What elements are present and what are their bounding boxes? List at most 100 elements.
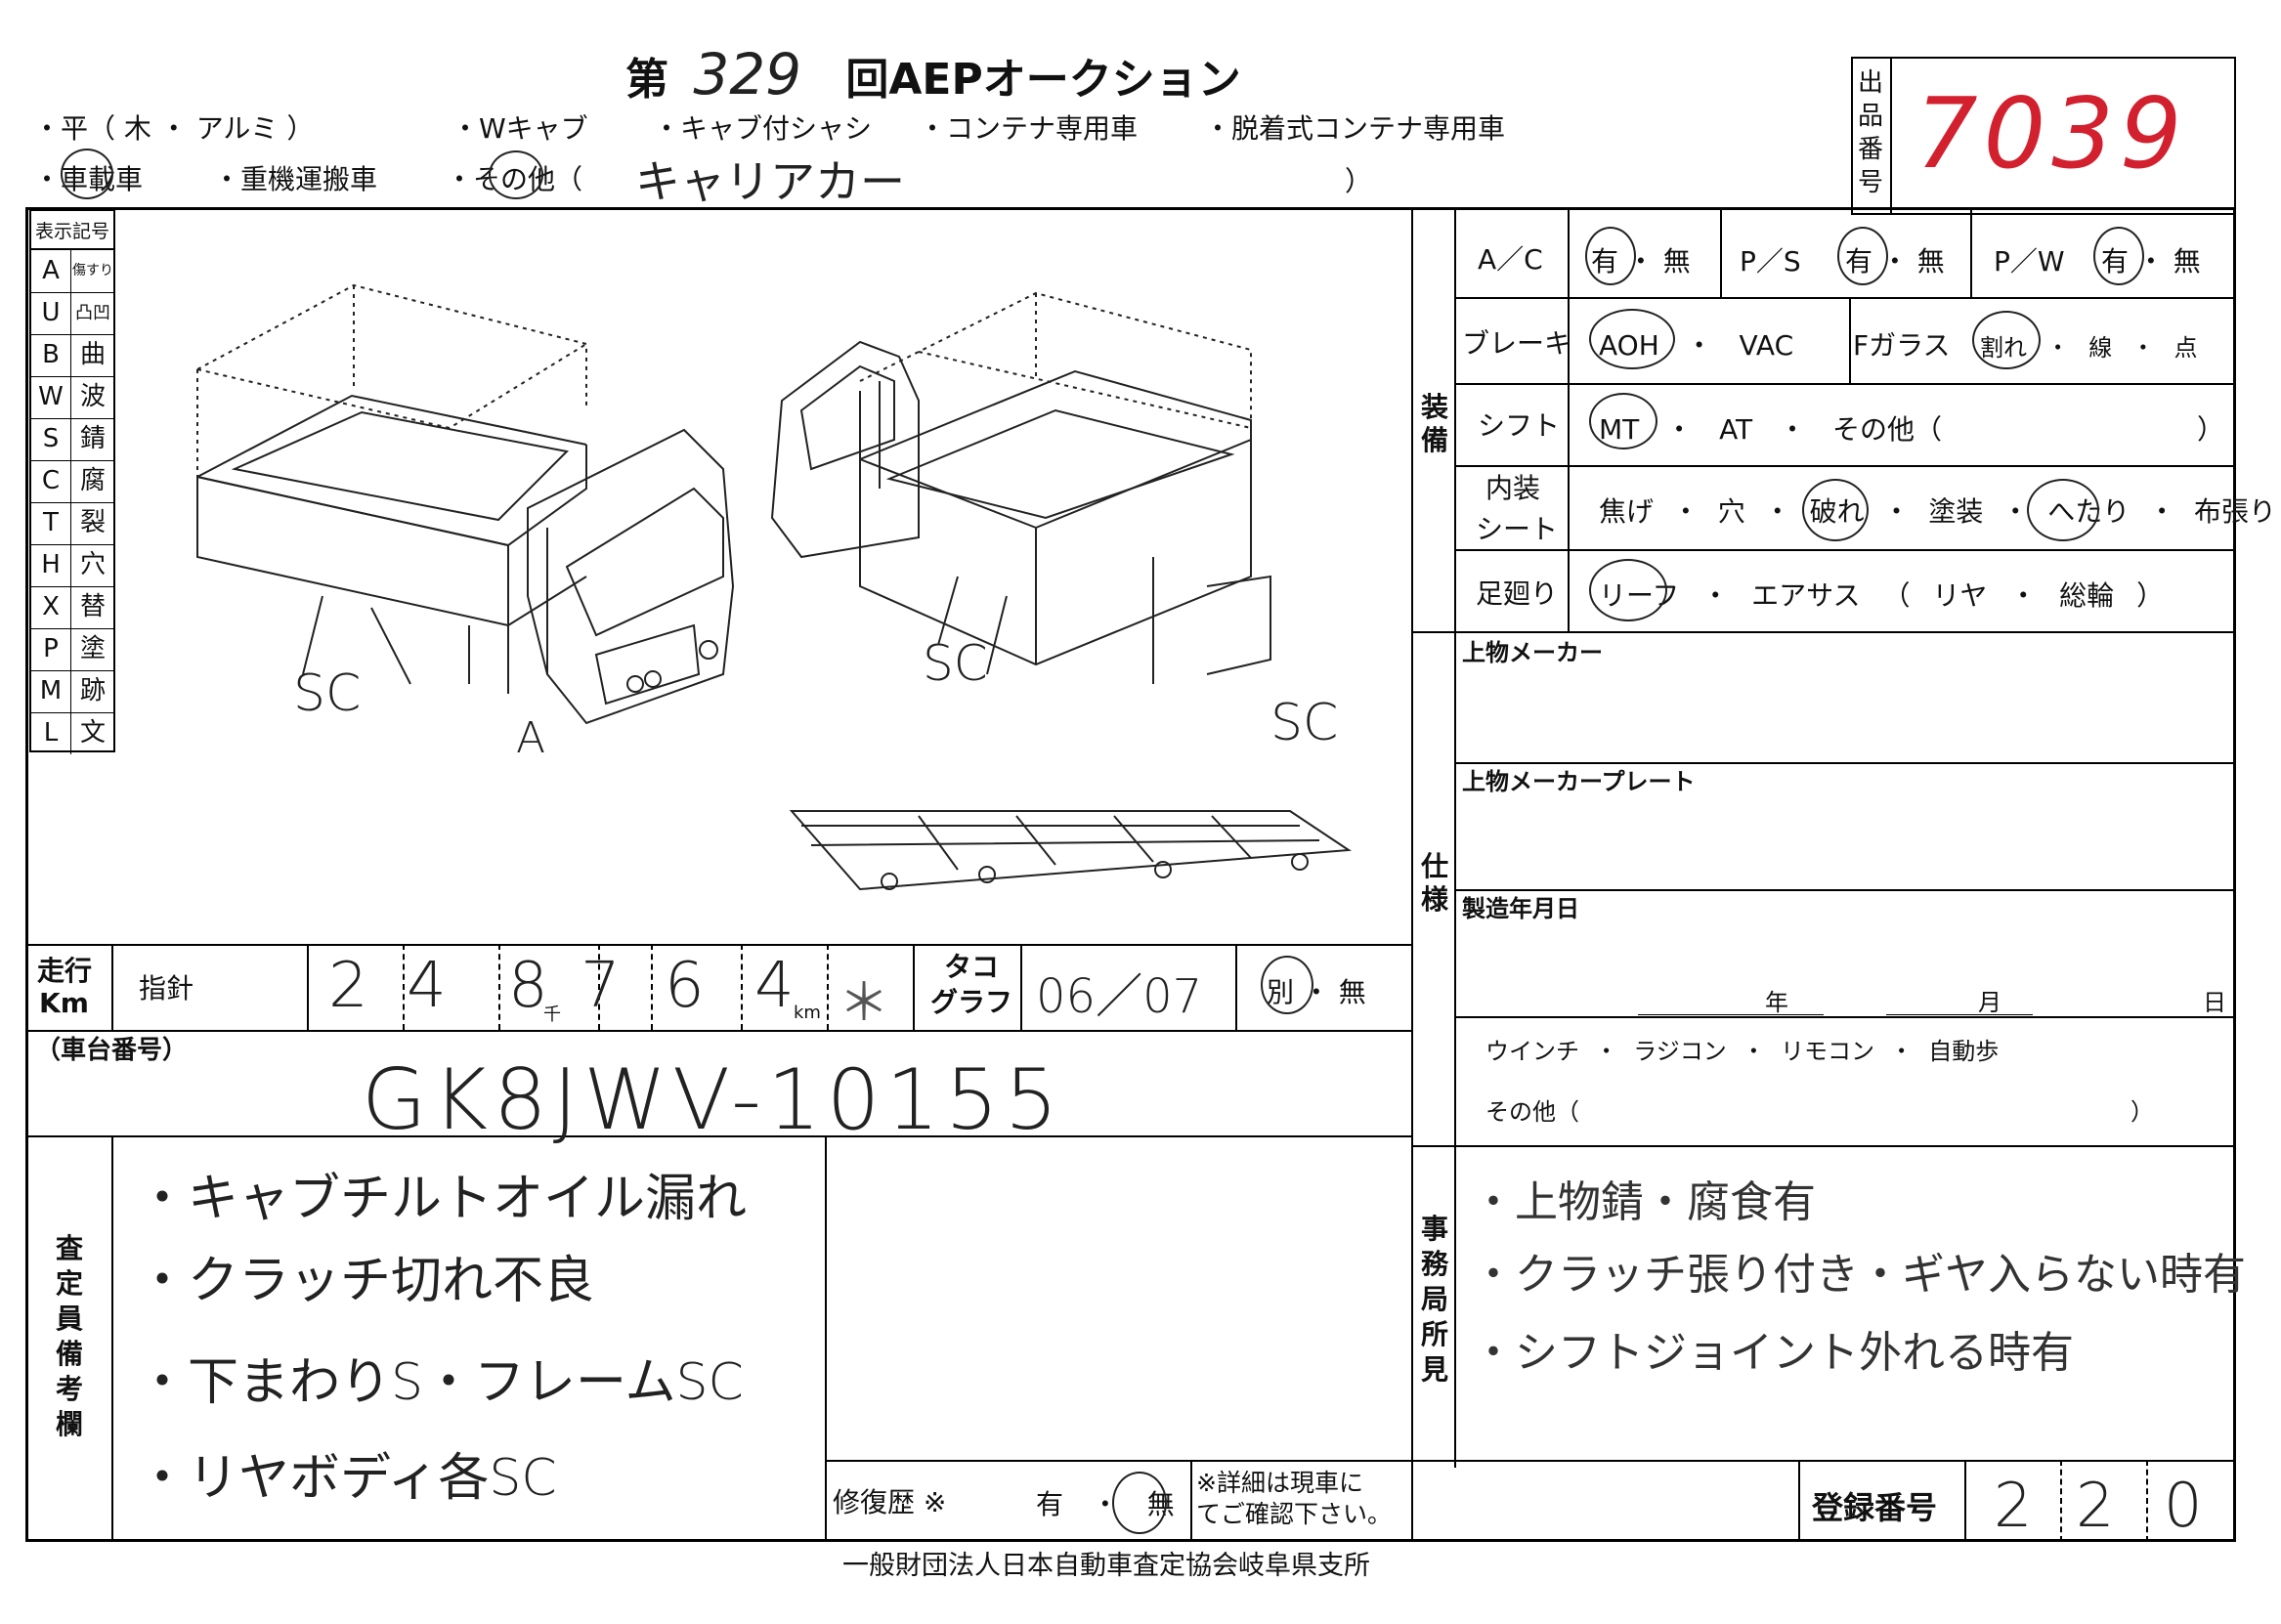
office-note: ・クラッチ張り付き・ギヤ入らない時有 [1472,1250,2246,1300]
pw-label: P／W [1994,245,2065,278]
circle-mark [61,149,113,199]
listing-number-value: 7039 [1915,76,2188,191]
circle-mark [2027,479,2099,541]
body-type-other-value: キャリアカー [635,155,905,208]
mileage-flag: ＊ [839,974,890,1033]
fglass-label: Fガラス [1853,329,1951,362]
suspension-label: 足廻り [1476,577,1559,610]
upper-body-maker-plate-label: 上物メーカープレート [1462,768,1696,795]
mileage-digit: 4 [754,950,795,1022]
interior-label-1: 内装 [1485,472,1541,504]
circle-mark [1837,227,1888,285]
ac-label: A／C [1478,243,1543,276]
mark-sc-right: SC [1270,694,1339,752]
repair-history-label: 修復歴 ※ [833,1486,947,1518]
form-frame [25,207,2236,1542]
mileage-km-unit: km [794,1003,821,1023]
mark-a-front: A [516,713,546,763]
title-prefix: 第 [625,55,668,105]
registration-digit: 2 [1994,1470,2033,1541]
circle-mark [1112,1472,1167,1534]
office-section-label: 事務局所見 [1420,1213,1448,1386]
footer-organization: 一般財団法人日本自動車査定協会岐阜県支所 [842,1551,1370,1581]
registration-digit: 0 [2164,1470,2203,1541]
listing-number-label: 出品番号 [1857,68,1883,197]
spec-other-label: その他（ [1485,1098,1579,1126]
tacho-label-line1: タコ [943,951,999,983]
office-note: ・シフトジョイント外れる時有 [1472,1328,2074,1378]
mileage-digit: 2 [328,950,368,1022]
tacho-value: 06／07 [1036,969,1203,1024]
inspector-note: ・キャブチルトオイル漏れ [137,1170,748,1228]
shift-options-close: ） [2197,413,2225,446]
title-suffix: 回AEPオークション [845,55,1241,105]
tacho-label: タコ グラフ [925,950,1018,1020]
inspector-note: ・下まわりS・フレームSC [137,1353,744,1412]
mark-sc-mid: SC [923,635,988,692]
office-note: ・上物錆・腐食有 [1472,1177,1816,1227]
inspector-section-label: 査定員備考欄 [55,1232,83,1440]
circle-mark [1589,309,1675,369]
listing-number-box [1851,57,2236,215]
chassis-label: （車台番号） [35,1036,189,1065]
mileage-indicator-label: 指針 [139,972,194,1004]
repair-note-line1: ※詳細は現車に [1196,1469,1363,1497]
mileage-km-label: Km [39,987,89,1019]
interior-options: 焦げ ・ 穴 ・ 破れ ・ 塗装 ・ へたり ・ 布張り [1599,495,2277,528]
mileage-digit: 4 [407,950,447,1022]
interior-label-2: シート [1476,513,1559,545]
mileage-label: 走行 [37,955,93,987]
inspector-note: ・クラッチ切れ不良 [137,1252,595,1310]
circle-mark [1972,311,2041,369]
circle-mark [1261,956,1313,1014]
body-type-other-close: ） [1345,165,1373,197]
repair-note: ※詳細は現車に てご確認下さい。 [1196,1468,1392,1530]
body-type-container: ・コンテナ専用車 [919,112,1139,145]
spec-other-close: ） [2130,1098,2154,1126]
inspector-note: ・リヤボディ各SC [137,1449,557,1508]
tacho-label-line2: グラフ [929,986,1012,1018]
repair-note-line2: てご確認下さい。 [1196,1500,1393,1528]
spec-options-line: ウインチ ・ ラジコン ・ リモコン ・ 自動歩 [1485,1038,2000,1065]
upper-body-maker-label: 上物メーカー [1462,639,1603,666]
circle-mark [1589,393,1657,449]
registration-label: 登録番号 [1812,1489,1938,1526]
shift-label: シフト [1478,409,1561,442]
mileage-thousand-unit: 千 [543,1004,561,1025]
manufacture-date-label: 製造年月日 [1462,895,1579,922]
suspension-options: リーフ ・ エアサス （ リヤ ・ 総輪 ） [1599,579,2165,612]
chassis-number: GK8JWV-10155 [362,1051,1064,1149]
body-type-heavy-equipment: ・重機運搬車 [213,163,378,195]
round-number: 329 [693,41,802,107]
month-label: 月 [1978,989,2001,1016]
circle-mark [1589,559,1667,621]
equipment-section-label: 装備 [1420,391,1448,456]
body-type-wcab: ・Wキャブ [452,112,588,145]
mileage-digit: 8 [508,950,548,1022]
circle-mark [2093,227,2144,285]
mileage-digit: 7 [581,950,621,1022]
spec-section-label: 仕様 [1420,850,1448,916]
year-label: 年 [1765,989,1788,1016]
circle-mark [1585,227,1636,285]
day-label: 日 [2203,989,2226,1016]
mark-sc-left: SC [293,664,362,723]
brake-label: ブレーキ [1462,327,1572,360]
truck-diagrams [196,283,1352,891]
truck-front-left-view [196,283,735,725]
circle-mark [1802,479,1869,541]
ps-label: P／S [1740,245,1801,278]
body-type-cab-chassis: ・キャブ付シャシ [653,112,873,145]
